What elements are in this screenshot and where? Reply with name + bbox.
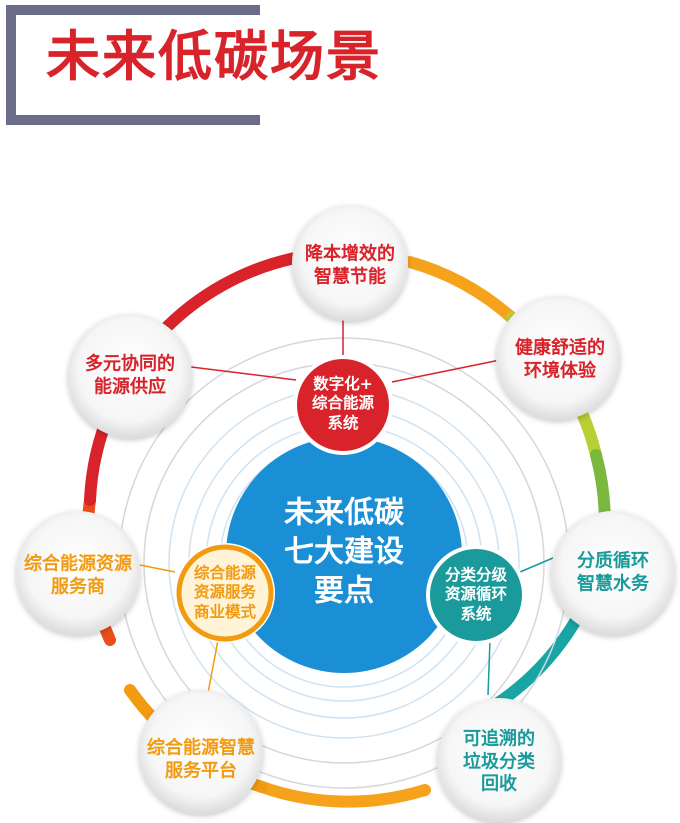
- node-circles: [16, 205, 675, 822]
- node-water: 分质循环 智慧水务: [577, 550, 649, 595]
- node-energy-saving: 降本增效的 智慧节能: [305, 243, 395, 288]
- hub-right-label: 分类分级 资源循环 系统: [444, 565, 508, 623]
- node-service-provider: 综合能源资源 服务商: [24, 553, 132, 598]
- node-energy-supply: 多元协同的 能源供应: [85, 353, 175, 398]
- center-circle: [226, 437, 462, 673]
- hub-top-circle: [293, 355, 393, 455]
- title-frame: [6, 5, 260, 125]
- node-waste-sorting: 可追溯的 垃圾分类 回收: [463, 728, 535, 795]
- center-label: 未来低碳 七大建设 要点: [284, 495, 404, 609]
- hub-left-circle: [175, 543, 275, 643]
- page-title: 未来低碳场景: [46, 25, 382, 88]
- hub-top-label: 数字化+ 综合能源 系统: [311, 374, 375, 432]
- hub-left-label: 综合能源 资源服务 商业模式: [193, 563, 257, 621]
- hub-right-circle: [426, 545, 526, 645]
- node-environment: 健康舒适的 环境体验: [515, 337, 605, 382]
- node-service-platform: 综合能源智慧 服务平台: [147, 737, 255, 782]
